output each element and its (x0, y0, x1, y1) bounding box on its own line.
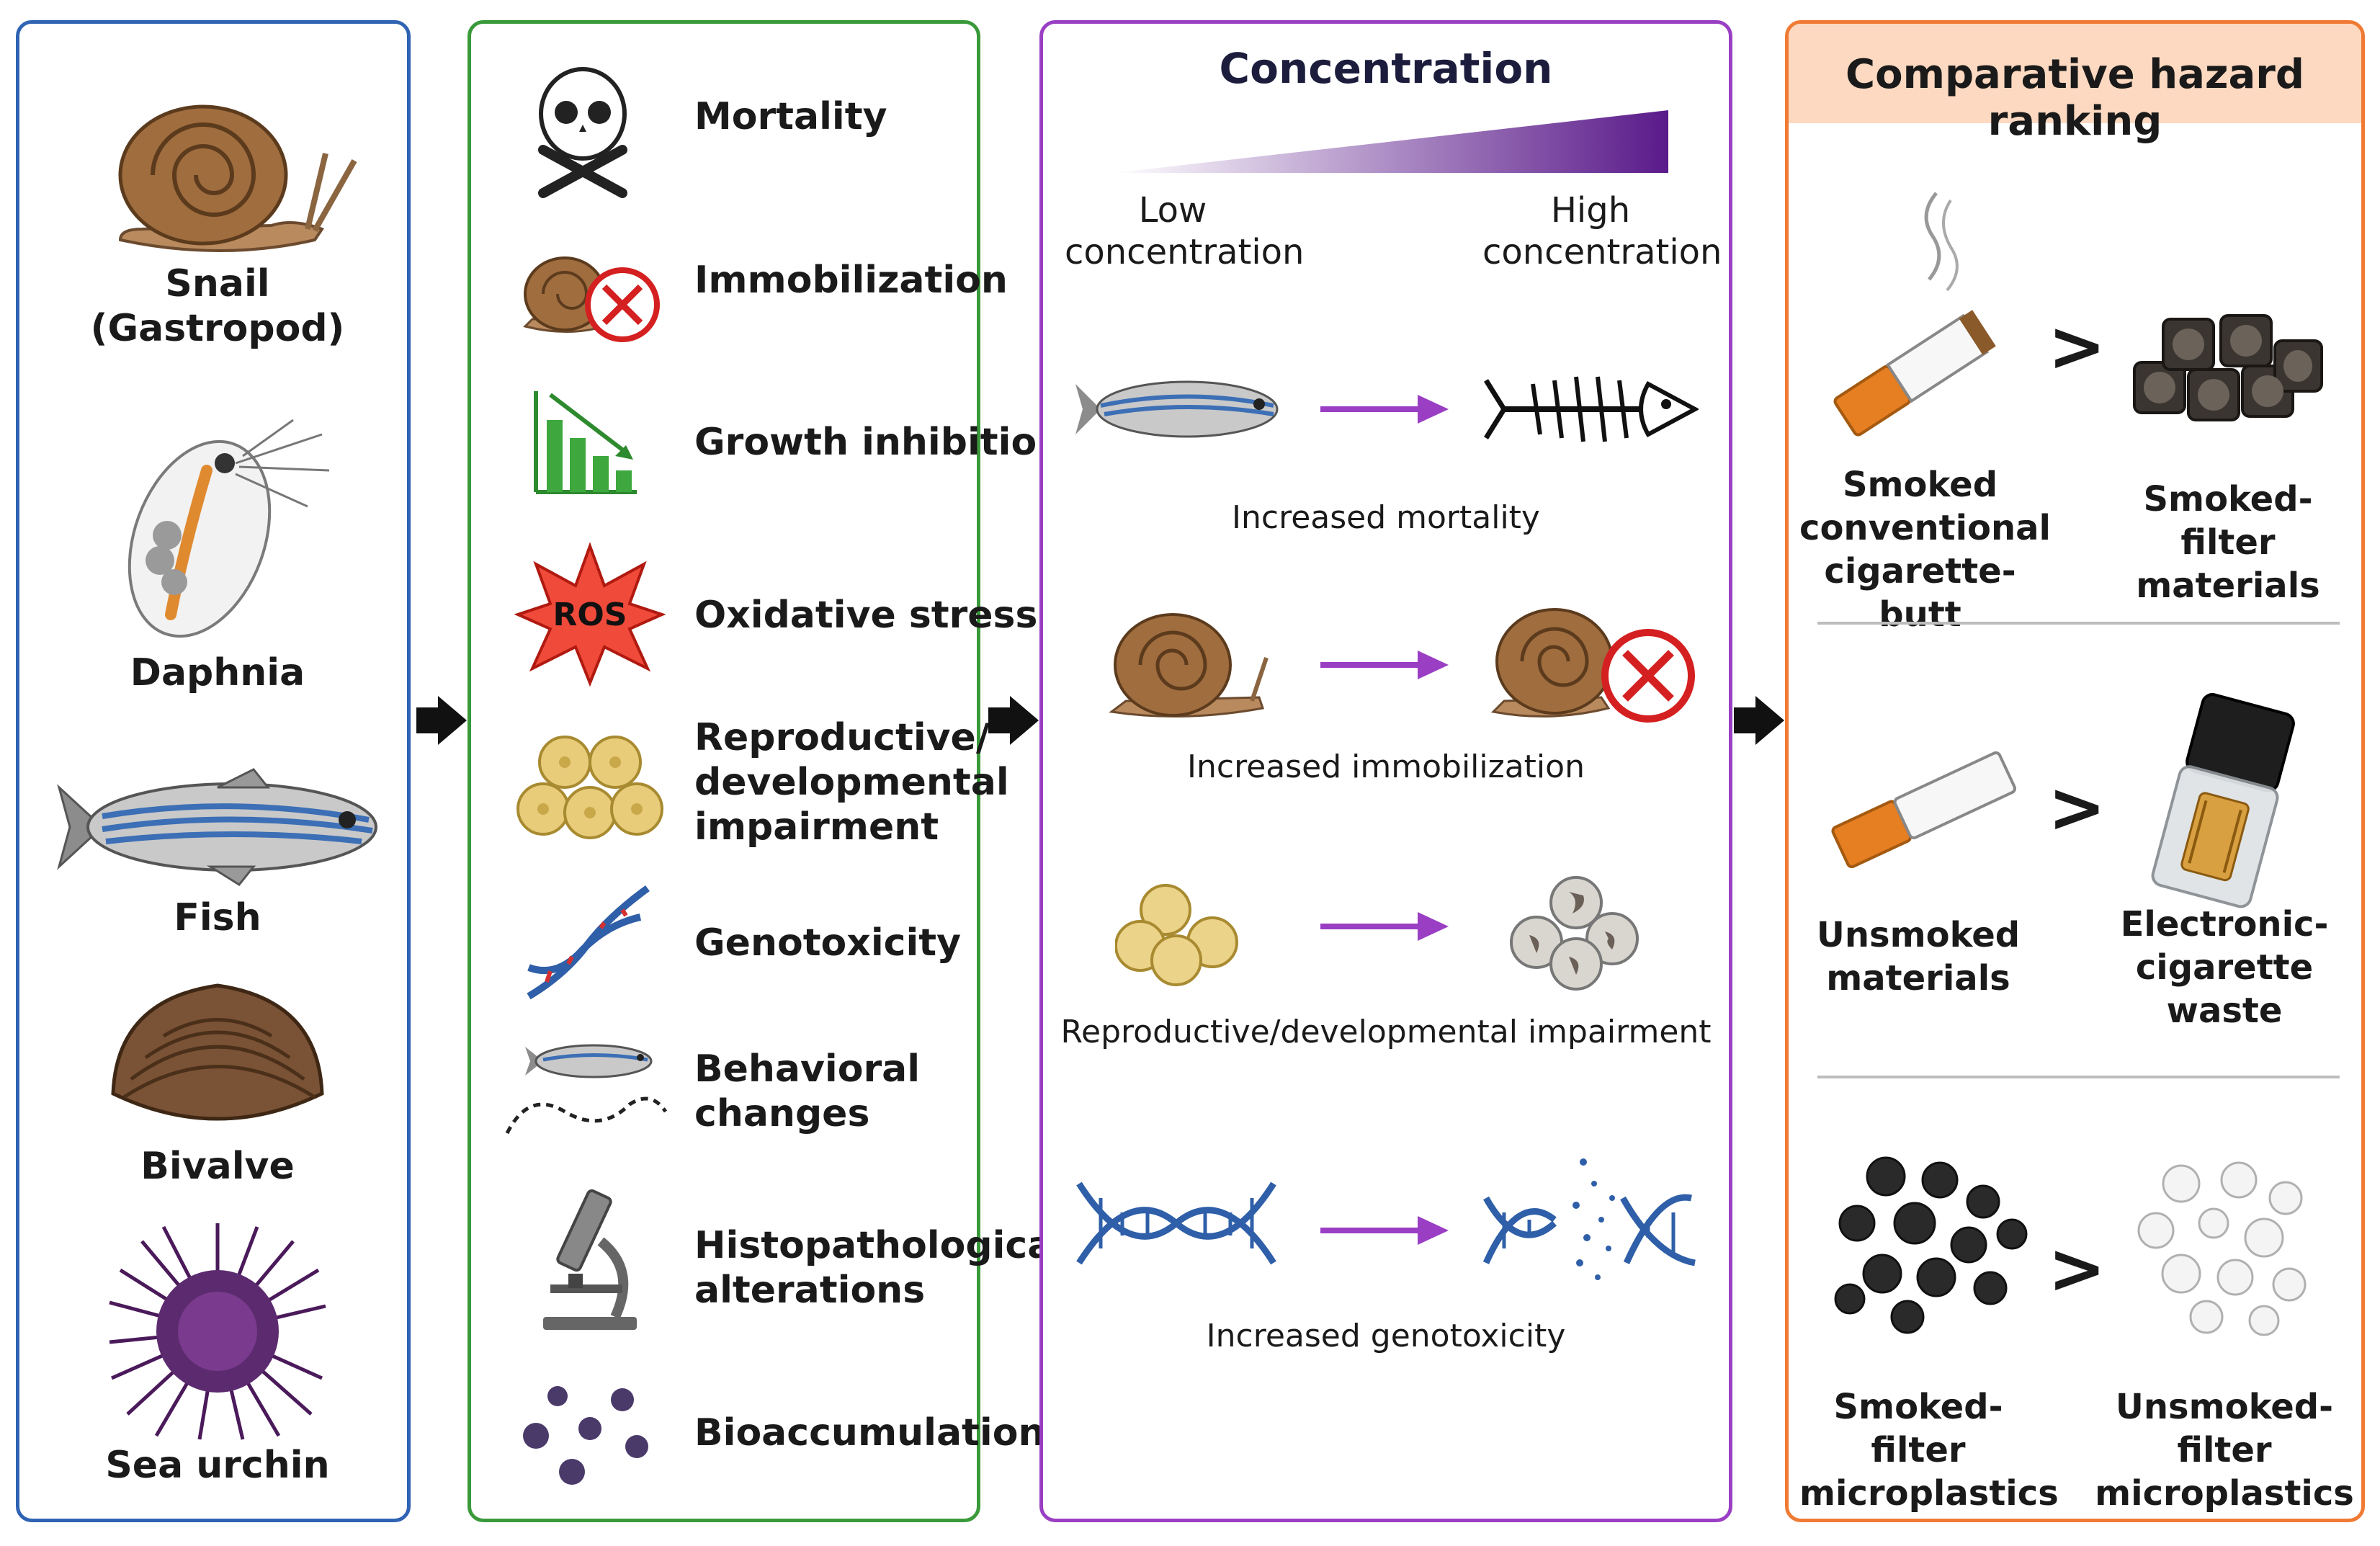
fish-label: Fish (174, 896, 261, 939)
dna-icon (527, 885, 650, 1000)
high-concentration-label: High concentration (1482, 190, 1722, 272)
bivalve-icon (111, 983, 324, 1121)
hazard-header: Comparative hazard ranking (1789, 24, 2361, 145)
unsmoked-filter-microplastics-label: Unsmoked-filter microplastics (2095, 1387, 2354, 1514)
caption-reproductive: Reproductive/developmental impairment (1060, 1014, 1712, 1050)
fish-icon (1075, 380, 1279, 438)
snail-icon (118, 104, 357, 252)
fish-icon (57, 768, 377, 886)
eggs-icon (1115, 884, 1238, 986)
unsmoked-materials-label: Unsmoked materials (1816, 915, 2021, 998)
purple-arrow (1320, 651, 1449, 679)
sea-urchin-icon (109, 1223, 326, 1440)
flow-arrow-2 (988, 696, 1039, 745)
snail-label: Snail (Gastropod) (90, 262, 345, 350)
swimming-fish-icon (505, 1044, 668, 1135)
flow-arrow-3 (1734, 696, 1784, 745)
microscope-icon (543, 1189, 637, 1330)
hazard-title: Comparative hazard ranking (1846, 51, 2304, 145)
organisms-panel: Snail (Gastropod) Daphnia Fish Bivalve (16, 20, 411, 1522)
sea-urchin-label: Sea urchin (105, 1444, 330, 1487)
effect-genotoxicity: Genotoxicity (694, 921, 962, 965)
effect-behavioral: Behavioral changes (694, 1047, 921, 1135)
concentration-title: Concentration (1219, 44, 1553, 93)
purple-arrow (1320, 1216, 1449, 1245)
smoked-filter-materials-label: Smoked-filter materials (2136, 479, 2320, 606)
greater-than-icon: > (2048, 767, 2106, 848)
smoked-microplastics-icon (1834, 1156, 2028, 1334)
unsmoked-cigarette-icon (1831, 751, 2016, 869)
broken-dna-icon (1482, 1158, 1696, 1280)
smoked-filter-materials-icon (2133, 314, 2323, 421)
particles-icon (523, 1386, 648, 1485)
unsmoked-microplastics-icon (2137, 1161, 2307, 1336)
effect-growth-inhibition: Growth inhibition (694, 421, 1064, 464)
fish-skeleton-icon (1484, 376, 1699, 442)
effect-immobilization: Immobilization (694, 259, 1008, 302)
effect-histopathological: Histopathological alterations (694, 1224, 1066, 1312)
greater-than-icon: > (2048, 306, 2106, 387)
snail-blocked-icon (523, 256, 660, 342)
damaged-eggs-icon (1510, 876, 1639, 991)
effect-reproductive: Reproductive/ developmental impairment (694, 716, 1009, 849)
ranking-divider-2 (1817, 1076, 2340, 1078)
caption-immobilization: Increased immobilization (1187, 749, 1585, 785)
effects-panel: Mortality Immobilization Growth inhibiti… (468, 20, 1065, 1522)
daphnia-icon (128, 419, 330, 638)
growth-inhibition-chart-icon (534, 391, 637, 494)
e-cigarette-pod-icon (2151, 693, 2295, 908)
eggs-icon (516, 736, 663, 839)
caption-genotoxicity: Increased genotoxicity (1206, 1318, 1566, 1354)
greater-than-icon: > (2048, 1228, 2106, 1309)
snail-blocked-icon (1490, 608, 1695, 723)
effect-oxidative-stress: Oxidative stress (694, 594, 1038, 637)
caption-mortality: Increased mortality (1232, 499, 1540, 536)
concentration-panel: Concentration Low concentration High con… (1039, 20, 1732, 1522)
hazard-ranking-panel: Comparative hazard ranking > Smoked conv… (1785, 20, 2365, 1522)
dna-icon (1076, 1181, 1276, 1265)
smoked-conventional-cigarette-butt-label: Smoked conventional cigarette-butt (1799, 465, 2052, 635)
flow-arrow-1 (416, 696, 467, 745)
effect-bioaccumulation: Bioaccumulation (694, 1411, 1045, 1455)
purple-arrow (1320, 395, 1449, 424)
concentration-gradient (1114, 110, 1668, 173)
purple-arrow (1320, 912, 1449, 941)
ranking-divider-1 (1817, 622, 2340, 625)
ros-badge: ROS (552, 596, 627, 633)
daphnia-label: Daphnia (130, 651, 305, 694)
bivalve-label: Bivalve (140, 1145, 295, 1188)
snail-icon (1109, 613, 1269, 718)
effect-mortality: Mortality (694, 95, 887, 138)
skull-crossbones-icon (538, 67, 627, 198)
ros-burst-icon (514, 542, 666, 687)
smoked-cigarette-icon (1833, 192, 1996, 437)
electronic-cigarette-waste-label: Electronic- cigarette waste (2120, 904, 2329, 1031)
smoked-filter-microplastics-label: Smoked-filter microplastics (1799, 1387, 2059, 1514)
low-concentration-label: Low concentration (1065, 190, 1305, 272)
